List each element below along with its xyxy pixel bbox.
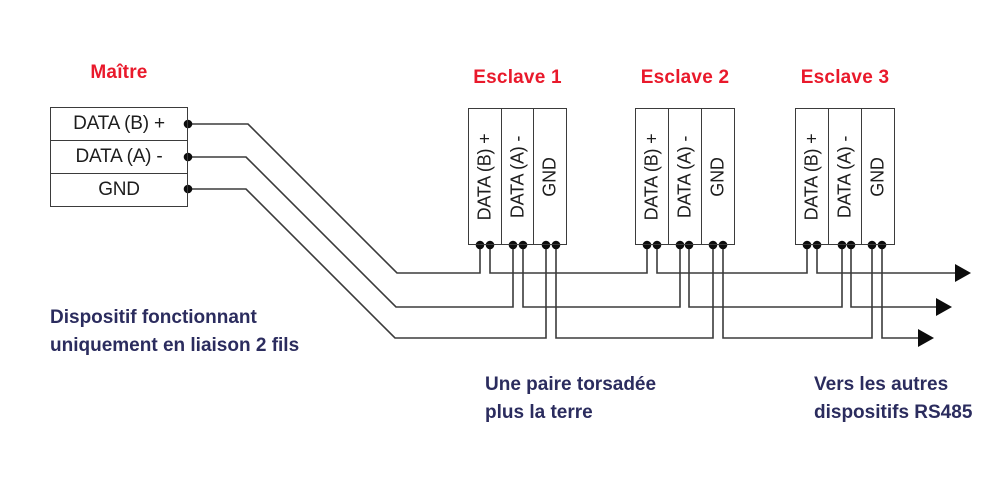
- slave-1-device: DATA (B) + DATA (A) - GND: [468, 108, 567, 245]
- wire-data-b: [188, 123, 955, 274]
- slave-3-device: DATA (B) + DATA (A) - GND: [795, 108, 895, 245]
- continuation-note-line: Vers les autres: [814, 374, 949, 395]
- master-title: Maître: [90, 62, 148, 83]
- slave-1-title: Esclave 1: [473, 67, 562, 88]
- slave-1-terminal-data-a: DATA (A) -: [500, 109, 534, 244]
- continuation-note-line: dispositifs RS485: [814, 402, 973, 423]
- master-terminal-data-b: DATA (B) +: [51, 108, 187, 140]
- arrow-data-b-icon: [955, 264, 971, 282]
- master-device: DATA (B) + DATA (A) - GND: [50, 107, 188, 207]
- arrow-data-a-icon: [936, 298, 952, 316]
- master-terminal-label: DATA (B) +: [73, 113, 165, 134]
- direction-arrows: [918, 264, 971, 347]
- slave-2-terminal-data-b: DATA (B) +: [636, 109, 668, 244]
- slave-1-terminal-gnd: GND: [533, 109, 566, 244]
- slave-3-title: Esclave 3: [800, 67, 890, 88]
- continuation-note: Vers les autres dispositifs RS485: [814, 371, 972, 427]
- wire-gnd: [188, 188, 918, 339]
- arrow-gnd-icon: [918, 329, 934, 347]
- cable-note: Une paire torsadée plus la terre: [485, 371, 656, 427]
- slave-2-terminal-data-a: DATA (A) -: [668, 109, 701, 244]
- slave-3-terminal-data-a: DATA (A) -: [828, 109, 861, 244]
- master-note: Dispositif fonctionnant uniquement en li…: [50, 304, 299, 360]
- slave-3-terminal-data-b: DATA (B) +: [796, 109, 828, 244]
- terminal-dots: [183, 119, 887, 250]
- slave-2-terminal-gnd: GND: [701, 109, 734, 244]
- cable-note-line: plus la terre: [485, 402, 593, 423]
- slave-terminal-label: DATA (A) -: [674, 135, 695, 218]
- slave-2-title: Esclave 2: [640, 67, 730, 88]
- slave-terminal-label: DATA (B) +: [474, 133, 495, 220]
- slave-2-device: DATA (B) + DATA (A) - GND: [635, 108, 735, 245]
- bus-wires: [188, 123, 955, 339]
- slave-terminal-label: DATA (A) -: [834, 135, 855, 218]
- master-note-line: Dispositif fonctionnant: [50, 307, 257, 328]
- master-terminal-gnd: GND: [51, 173, 187, 206]
- slave-terminal-label: GND: [707, 156, 728, 197]
- slave-terminal-label: DATA (B) +: [641, 133, 662, 220]
- slave-1-terminal-data-b: DATA (B) +: [469, 109, 501, 244]
- slave-terminal-label: GND: [867, 156, 888, 197]
- slave-terminal-label: DATA (A) -: [507, 135, 527, 218]
- master-terminal-label: DATA (A) -: [75, 146, 163, 167]
- slave-3-terminal-gnd: GND: [861, 109, 894, 244]
- master-note-line: uniquement en liaison 2 fils: [50, 335, 300, 356]
- cable-note-line: Une paire torsadée: [485, 374, 657, 395]
- wire-data-a: [188, 156, 936, 308]
- master-terminal-label: GND: [98, 179, 140, 200]
- slave-terminal-label: GND: [539, 156, 560, 197]
- slave-terminal-label: DATA (B) +: [801, 133, 822, 220]
- master-terminal-data-a: DATA (A) -: [51, 140, 187, 173]
